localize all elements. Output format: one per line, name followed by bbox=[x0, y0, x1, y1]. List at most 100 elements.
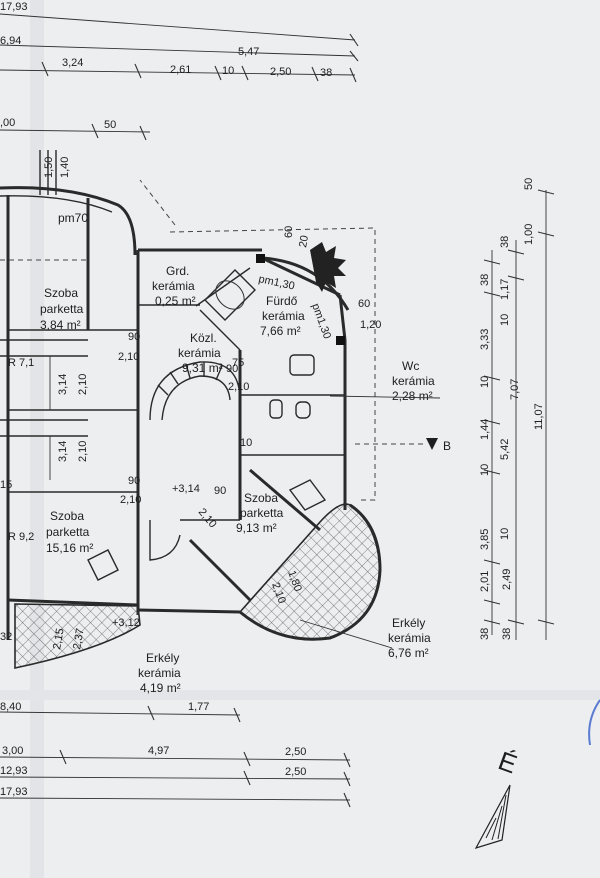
dim-top-r3b: 2,61 bbox=[170, 64, 191, 76]
dim-right-outer-1: 50 bbox=[523, 178, 535, 190]
note-210b: 2,10 bbox=[228, 381, 249, 393]
room-wc-floor: kerámia bbox=[392, 374, 435, 388]
dim-top-r2b: 5,47 bbox=[238, 46, 259, 58]
room-erkely-2-area: 6,76 m² bbox=[388, 646, 429, 660]
room-szoba-2-floor: parketta bbox=[46, 525, 90, 539]
bottom-dimensions: 8,40 1,77 3,00 4,97 2,50 12,93 2,50 17,9… bbox=[0, 701, 351, 808]
section-label: B bbox=[443, 439, 451, 453]
dim-right-inner-10: 38 bbox=[479, 628, 491, 640]
note-60b: 60 bbox=[358, 298, 370, 310]
dim-right-inner-5: 5,42 bbox=[499, 439, 511, 460]
dim-right-inner-4: 1,44 bbox=[479, 419, 491, 440]
dim-right-mid-2: 1,17 bbox=[499, 279, 511, 300]
room-szoba-3-floor: parketta bbox=[240, 506, 284, 520]
note-90a: 90 bbox=[128, 331, 140, 343]
room-grd-area: 0,25 m² bbox=[155, 294, 196, 308]
dim-left-b: 50 bbox=[104, 119, 116, 131]
room-szoba-1-floor: parketta bbox=[40, 302, 84, 316]
balcony-left-hatch bbox=[14, 603, 141, 669]
room-erkely-1-area: 4,19 m² bbox=[140, 681, 181, 695]
dim-right-inner-9: 2,01 bbox=[479, 571, 491, 592]
room-erkely-2-floor: kerámia bbox=[388, 631, 431, 645]
note-210c: 2,10 bbox=[120, 494, 141, 506]
room-szoba-1-area: 3,84 m² bbox=[40, 318, 81, 332]
dim-right-inner-11: 38 bbox=[501, 628, 513, 640]
note-plus314: +3,14 bbox=[172, 483, 200, 495]
dim-bottom-b: 1,77 bbox=[188, 701, 209, 713]
dim-right-mid-1: 38 bbox=[499, 236, 511, 248]
dim-top-r3c: 10 bbox=[222, 65, 234, 77]
dim-right-inner-2: 3,33 bbox=[479, 329, 491, 350]
room-szoba-2-name: Szoba bbox=[50, 509, 84, 523]
room-erkely-1-floor: kerámia bbox=[138, 666, 181, 680]
room-erkely-2: Erkély kerámia 6,76 m² bbox=[299, 616, 431, 660]
dim-right-outer-2: 1,00 bbox=[523, 224, 535, 245]
dim-bottom-a: 8,40 bbox=[0, 701, 21, 713]
north-label: É bbox=[494, 745, 521, 779]
room-szoba-3-area: 9,13 m² bbox=[236, 521, 277, 535]
note-90d: 90 bbox=[214, 485, 226, 497]
dim-right-inner-6: 10 bbox=[479, 464, 491, 476]
note-75: 75 bbox=[232, 357, 244, 369]
dim-right-mid-4: 7,07 bbox=[509, 379, 521, 400]
room-furdo-area: 7,66 m² bbox=[260, 324, 301, 338]
note-210d: 2,10 bbox=[196, 506, 219, 530]
dim-bottom-c1: 3,00 bbox=[2, 745, 23, 757]
note-210v-a: 2,10 bbox=[77, 374, 89, 395]
dim-right-inner-3: 10 bbox=[479, 376, 491, 388]
dim-right-inner-7: 3,85 bbox=[479, 529, 491, 550]
right-dimensions: 50 1,00 11,07 38 1,17 10 7,07 2,49 38 3,… bbox=[479, 178, 555, 640]
dim-bottom-d2: 2,50 bbox=[285, 766, 306, 778]
room-grd: Grd. kerámia 0,25 m² bbox=[152, 264, 196, 308]
note-plus312: +3,12 bbox=[112, 617, 140, 629]
room-furdo: Fürdő kerámia 7,66 m² bbox=[260, 294, 305, 338]
north-arrow: É bbox=[474, 745, 521, 850]
note-r71: R 7,1 bbox=[8, 357, 34, 369]
dim-top-total: 17,93 bbox=[0, 1, 28, 13]
dim-top-r3e: 38 bbox=[320, 67, 332, 79]
building-walls bbox=[0, 150, 376, 640]
note-150: 1,50 bbox=[43, 157, 55, 178]
room-wc-area: 2,28 m² bbox=[392, 389, 433, 403]
room-erkely-2-name: Erkély bbox=[392, 616, 425, 630]
room-wc: Wc kerámia 2,28 m² bbox=[329, 359, 441, 403]
note-left-32: 32 bbox=[0, 631, 12, 643]
section-marker: B bbox=[355, 438, 451, 453]
note-314b: 3,14 bbox=[57, 441, 69, 462]
dim-bottom-d1: 12,93 bbox=[0, 765, 28, 777]
note-left-15: 15 bbox=[0, 479, 12, 491]
room-szoba-1: Szoba parketta 3,84 m² bbox=[40, 286, 84, 332]
note-120: 1,20 bbox=[360, 319, 381, 331]
room-furdo-floor: kerámia bbox=[262, 309, 305, 323]
dim-top-r2: 6,94 bbox=[0, 35, 21, 47]
room-grd-name: Grd. bbox=[166, 264, 189, 278]
dim-right-inner-1: 38 bbox=[479, 274, 491, 286]
room-szoba-3-name: Szoba bbox=[244, 491, 278, 505]
note-pm70: pm70 bbox=[58, 211, 88, 225]
note-210a: 2,10 bbox=[118, 351, 139, 363]
dim-right-inner-8: 10 bbox=[499, 528, 511, 540]
note-90c: 90 bbox=[128, 475, 140, 487]
dim-bottom-c3: 2,50 bbox=[285, 746, 306, 758]
note-60a: 60 bbox=[283, 226, 295, 238]
dim-top-r3a: 3,24 bbox=[62, 57, 83, 69]
note-215: 2,15 bbox=[51, 627, 67, 650]
dim-bottom-c2: 4,97 bbox=[148, 745, 169, 757]
dim-right-mid-3: 10 bbox=[499, 314, 511, 326]
note-pm130: pm1,30 bbox=[257, 273, 295, 292]
room-szoba-2: Szoba parketta 15,16 m² bbox=[46, 509, 93, 555]
room-kozl-name: Közl. bbox=[190, 331, 217, 345]
room-grd-floor: kerámia bbox=[152, 279, 195, 293]
room-kozl-floor: kerámia bbox=[178, 346, 221, 360]
room-wc-name: Wc bbox=[402, 359, 419, 373]
dim-right-mid-5: 2,49 bbox=[501, 569, 513, 590]
note-140: 1,40 bbox=[59, 157, 71, 178]
dim-left-a: ,00 bbox=[0, 117, 15, 129]
room-szoba-3: Szoba parketta 9,13 m² bbox=[236, 491, 284, 535]
dim-right-outer-3: 11,07 bbox=[533, 403, 545, 430]
room-kozl: Közl. kerámia 9,31 m² bbox=[178, 331, 223, 375]
note-90b: 90 bbox=[226, 363, 238, 375]
top-dimensions: 17,93 6,94 5,47 3,24 2,61 10 2,50 38 ,00… bbox=[0, 1, 359, 141]
dim-top-r3d: 2,50 bbox=[270, 66, 291, 78]
fold-shadow bbox=[30, 0, 44, 878]
